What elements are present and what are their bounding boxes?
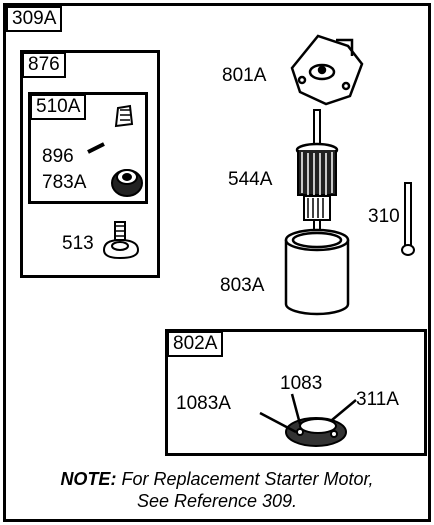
armature-544a — [295, 109, 339, 233]
label-783a: 783A — [42, 172, 87, 193]
note-line-2: See Reference 309. — [136, 491, 298, 511]
drive-cap-510a — [114, 104, 134, 128]
label-513: 513 — [62, 233, 94, 254]
label-310: 310 — [368, 206, 400, 227]
label-803a: 803A — [220, 275, 265, 296]
ref-tag-876: 876 — [22, 52, 66, 78]
pinion-gear-783a — [111, 169, 143, 197]
through-bolt-310 — [401, 182, 415, 256]
label-1083a: 1083A — [176, 393, 231, 414]
label-896: 896 — [42, 146, 74, 167]
roll-pin-896 — [87, 142, 105, 154]
label-801a: 801A — [222, 65, 267, 86]
label-544a: 544A — [228, 169, 273, 190]
ref-tag-510a: 510A — [30, 94, 87, 120]
clutch-assembly-513 — [102, 221, 140, 260]
ref-tag-802a: 802A — [167, 331, 224, 357]
brush-plate-802a — [259, 393, 357, 447]
label-311a: 311A — [356, 389, 399, 410]
label-1083: 1083 — [280, 373, 323, 394]
note-line-1: For Replacement Starter Motor, — [121, 469, 374, 489]
end-cap-801a — [290, 34, 364, 106]
housing-803a — [284, 228, 350, 316]
replacement-note: NOTE: For Replacement Starter Motor, — [0, 468, 434, 490]
ref-tag-309a: 309A — [6, 6, 63, 32]
note-prefix: NOTE: — [60, 469, 117, 489]
